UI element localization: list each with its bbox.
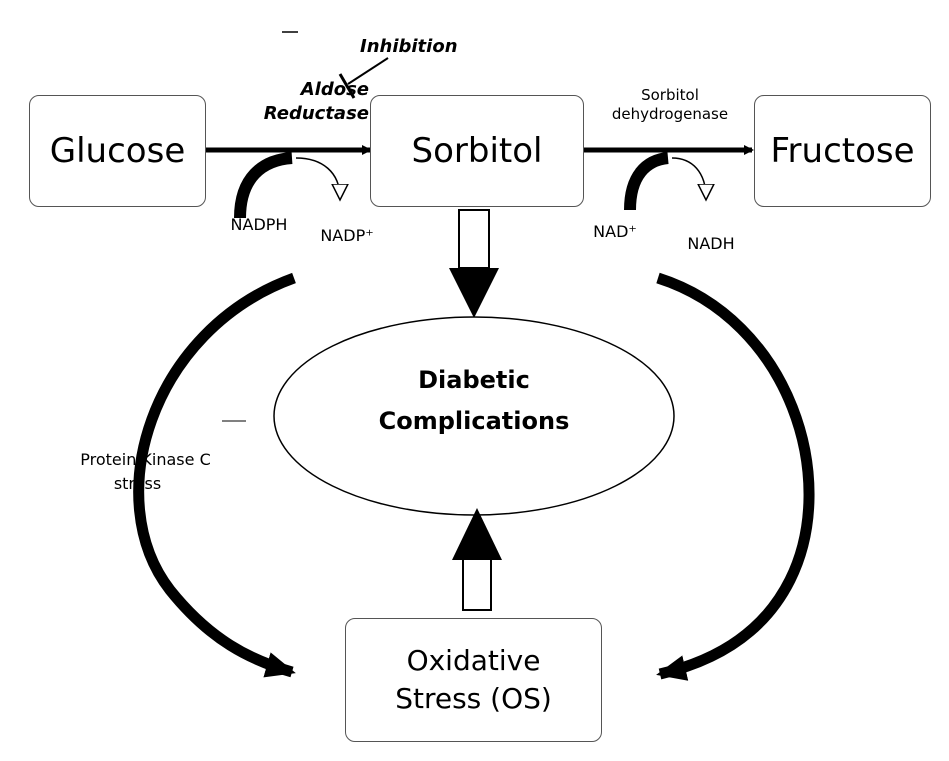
pkc-line2: stress [113,474,162,493]
diabetic-complications-text: Diabetic Complications [334,360,614,442]
nadh-label: NADH [687,234,735,253]
nad-curve [624,152,669,211]
glucose-box: Glucose [29,95,206,207]
nadh-curve [671,157,706,198]
reductase-label: Reductase [263,103,369,125]
aldose-reductase-label: Aldose Reductase [244,78,369,127]
sorbitol-label: Sorbitol [411,131,543,171]
oxidative-label-line1: Oxidative [406,644,541,678]
nadp-curve [295,157,340,198]
sorbitol-box: Sorbitol [370,95,584,207]
diabetic-label-line2: Complications [378,406,570,435]
up-arrow-head [452,508,502,560]
nad-label: NAD⁺ [593,222,637,241]
inhibition-bar [338,73,356,99]
diabetic-label-line1: Diabetic [418,366,530,394]
inhibition-line [347,57,389,85]
nadph-curve [234,152,293,219]
down-arrow-head [449,268,499,318]
oxidative-stress-box: Oxidative Stress (OS) [345,618,602,742]
glucose-label: Glucose [49,131,186,171]
fructose-label: Fructose [770,131,915,171]
pkc-line1: Protein Kinase C [80,450,211,469]
down-arrow-shaft [458,209,490,269]
nadp-label: NADP⁺ [320,226,374,245]
oxidative-label-line2: Stress (OS) [395,682,552,715]
nadph-label: NADPH [230,215,288,234]
fructose-box: Fructose [754,95,931,207]
sorbitol-dh-line1: Sorbitol [641,86,699,104]
aldose-label: Aldose [300,79,369,100]
pkc-stress-label: Protein Kinase C stress [48,448,243,496]
left-curved-arrow [133,272,296,678]
right-curved-arrow [656,272,815,681]
sorbitol-dehydrogenase-label: Sorbitol dehydrogenase [590,86,750,124]
sorbitol-dh-line2: dehydrogenase [611,104,729,123]
inhibition-label: Inhibition [360,36,458,57]
